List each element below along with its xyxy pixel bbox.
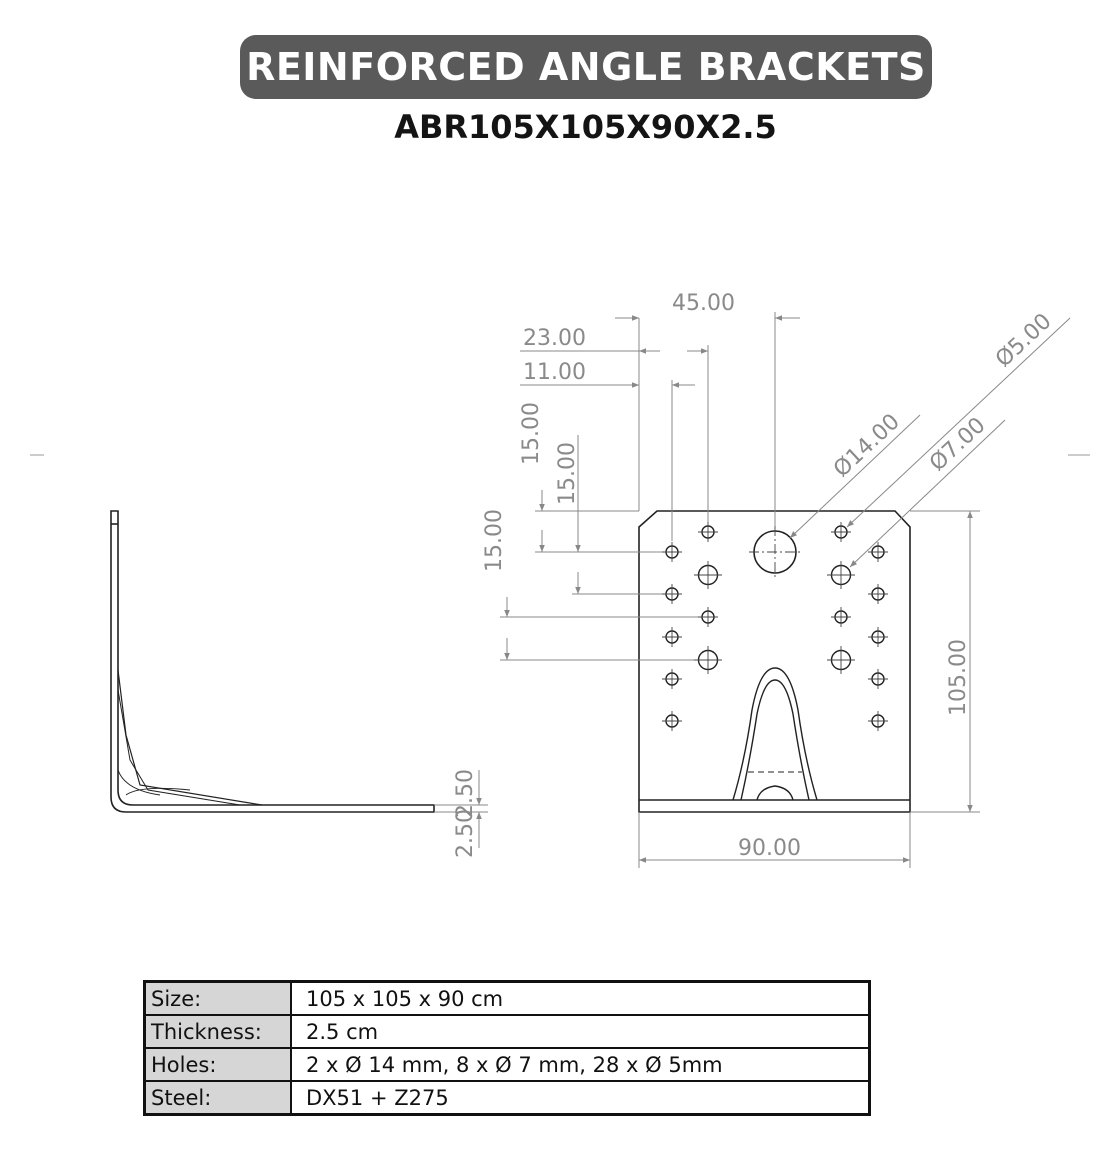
reinforcement-rib <box>732 667 818 801</box>
table-row: Size: 105 x 105 x 90 cm <box>143 980 871 1016</box>
front-view-plate <box>638 510 911 813</box>
dim-dia-14: Ø14.00 <box>829 409 905 482</box>
specifications-table: Size: 105 x 105 x 90 cm Thickness: 2.5 c… <box>143 980 871 1116</box>
dim-90: 90.00 <box>738 836 801 861</box>
dim-15-middle: 15.00 <box>555 442 580 505</box>
title-banner: REINFORCED ANGLE BRACKETS <box>240 35 932 99</box>
holes-medium-7mm <box>697 564 852 671</box>
hole-center-marks <box>662 522 888 731</box>
thickness-dimension <box>434 770 488 848</box>
spec-value: 105 x 105 x 90 cm <box>290 980 871 1016</box>
spec-key: Holes: <box>143 1047 292 1082</box>
spec-key: Thickness: <box>143 1014 292 1049</box>
dim-15-lower: 15.00 <box>482 509 507 572</box>
page-title: REINFORCED ANGLE BRACKETS <box>246 45 926 89</box>
dim-105: 105.00 <box>946 639 971 716</box>
dim-11: 11.00 <box>523 360 586 385</box>
spec-key: Size: <box>143 980 292 1016</box>
dim-45: 45.00 <box>672 291 735 316</box>
spec-value: 2 x Ø 14 mm, 8 x Ø 7 mm, 28 x Ø 5mm <box>290 1047 871 1082</box>
dim-thickness-upper: 2.50 <box>453 769 478 818</box>
spec-value: 2.5 cm <box>290 1014 871 1049</box>
dimension-lines <box>500 312 1071 868</box>
dim-thickness-lower: 2.50 <box>453 809 478 858</box>
model-code: ABR105X105X90X2.5 <box>394 108 777 146</box>
dim-23: 23.00 <box>523 326 586 351</box>
spec-value: DX51 + Z275 <box>290 1080 871 1116</box>
spec-key: Steel: <box>143 1080 292 1116</box>
side-view <box>110 510 435 813</box>
holes-small-5mm <box>665 525 885 728</box>
table-row: Steel: DX51 + Z275 <box>143 1080 871 1116</box>
dim-dia-5: Ø5.00 <box>991 309 1057 373</box>
dim-15-top: 15.00 <box>519 402 544 465</box>
table-row: Thickness: 2.5 cm <box>143 1014 871 1049</box>
table-row: Holes: 2 x Ø 14 mm, 8 x Ø 7 mm, 28 x Ø 5… <box>143 1047 871 1082</box>
